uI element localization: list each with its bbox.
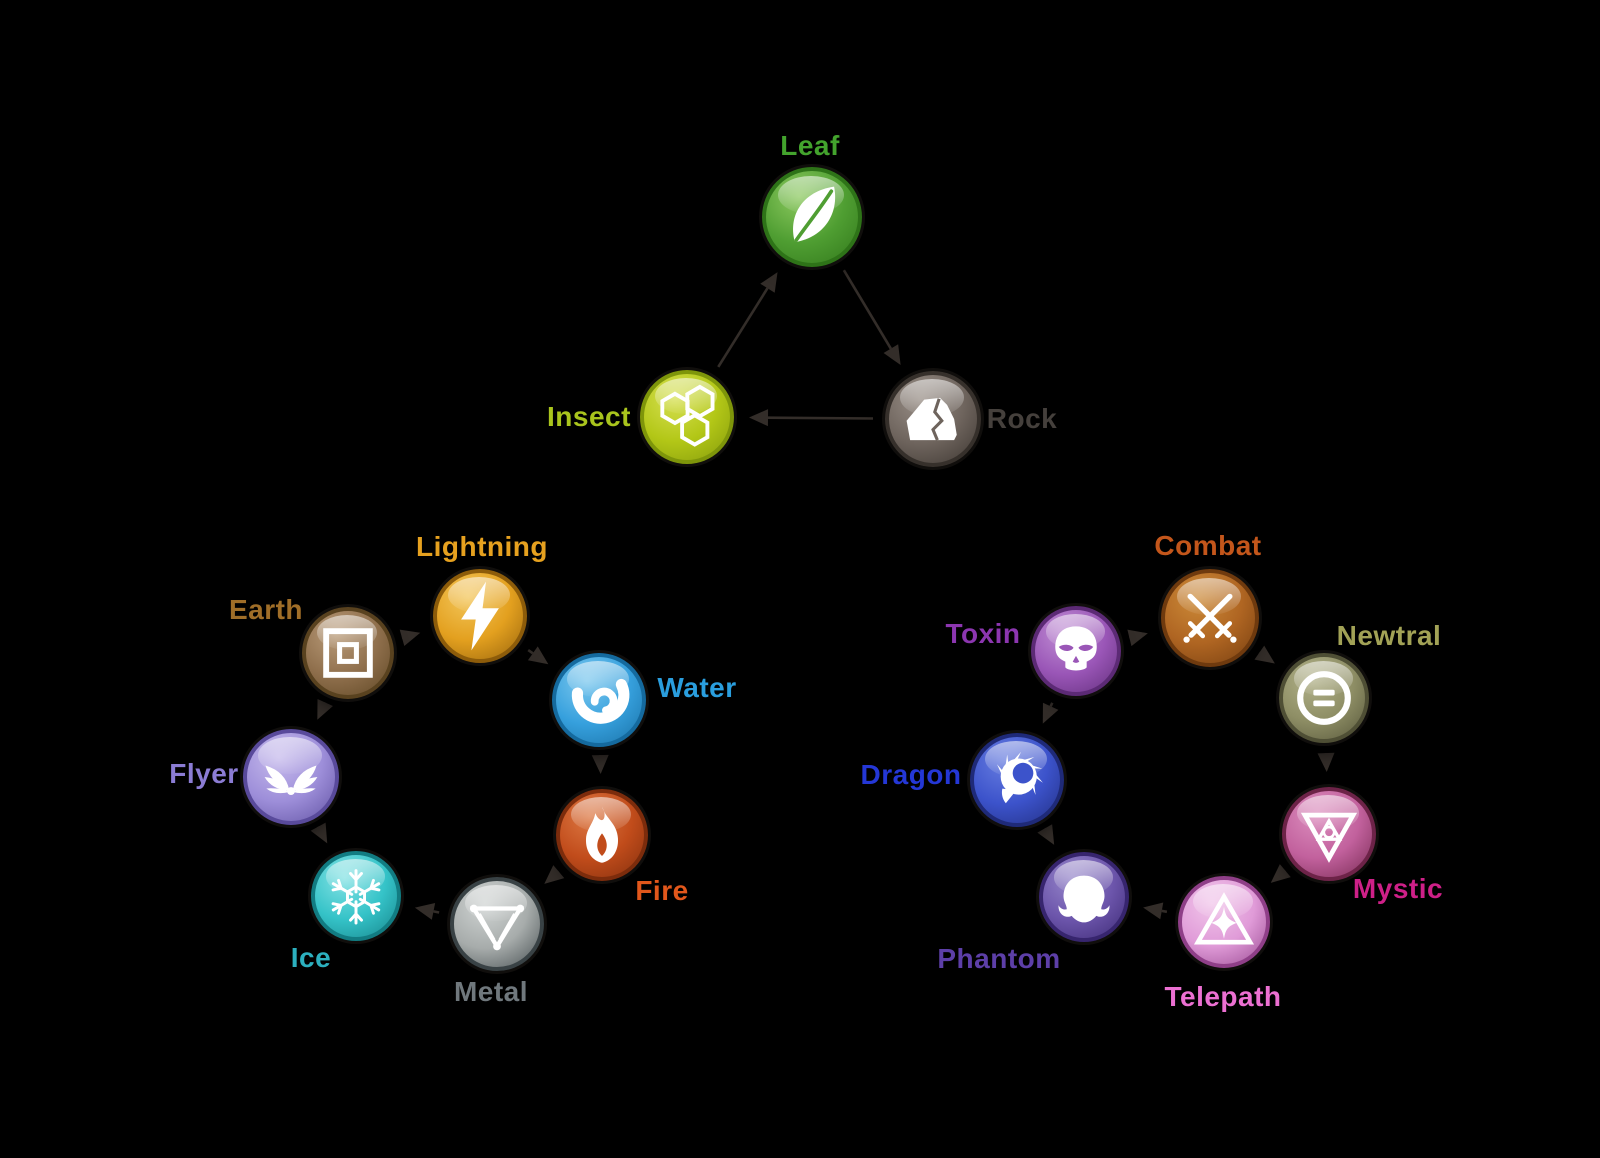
type-label-water: Water (657, 672, 737, 703)
honeycomb-icon (660, 384, 715, 447)
type-node-leaf (762, 167, 862, 267)
type-node-insect (640, 370, 734, 464)
arrow-flyer-ice (310, 822, 328, 844)
dragon-swirl-icon (997, 751, 1043, 804)
type-node-lightning (433, 569, 527, 663)
concentric-squares-icon (323, 628, 373, 678)
type-node-fire (556, 789, 648, 881)
arrow-mystic-telepath (1270, 864, 1291, 883)
type-label-fire: Fire (635, 875, 689, 906)
alchemy-triangle-icon (1300, 812, 1358, 863)
triangle-anvil-icon (469, 904, 525, 951)
arrow-fire-metal (544, 865, 565, 884)
type-label-mystic: Mystic (1352, 873, 1444, 904)
type-node-flyer (243, 729, 339, 825)
arrow-telepath-phantom (1143, 902, 1168, 920)
type-label-rock: Rock (986, 403, 1058, 434)
type-node-dragon (970, 733, 1064, 827)
type-node-toxin (1031, 606, 1121, 696)
type-node-newtral (1279, 653, 1369, 743)
type-label-combat: Combat (1154, 530, 1262, 561)
skull-icon (1055, 626, 1097, 671)
crossed-swords-icon (1183, 593, 1237, 643)
arrow-earth-lightning (399, 629, 421, 647)
type-node-metal (450, 877, 544, 971)
type-node-telepath (1178, 876, 1270, 968)
type-label-newtral: Newtral (1336, 620, 1442, 651)
lightning-bolt-icon (461, 581, 499, 651)
type-label-dragon: Dragon (860, 759, 962, 790)
arrow-combat-newtral (1254, 645, 1275, 664)
type-label-lightning: Lightning (415, 531, 549, 562)
rock-icon (906, 397, 957, 441)
arrow-toxin-combat (1127, 629, 1148, 647)
type-label-leaf: Leaf (780, 130, 840, 161)
psychic-triangle-icon (1193, 892, 1255, 945)
type-label-toxin: Toxin (945, 618, 1021, 649)
type-label-flyer: Flyer (169, 758, 239, 789)
equals-icon (1297, 671, 1351, 725)
type-label-metal: Metal (453, 976, 529, 1007)
type-label-insect: Insect (547, 401, 631, 432)
wave-swirl-icon (571, 678, 630, 724)
wings-icon (264, 765, 318, 796)
arrow-rock-insect (748, 409, 874, 427)
snowflake-icon (331, 869, 381, 925)
type-label-earth: Earth (228, 594, 304, 625)
type-node-water (552, 653, 646, 747)
flame-icon (585, 806, 619, 863)
type-node-phantom (1039, 852, 1129, 942)
type-node-ice (311, 851, 401, 941)
arrow-dragon-phantom (1037, 824, 1055, 845)
arrow-leaf-rock (842, 269, 901, 365)
ghost-icon (1058, 875, 1110, 923)
type-label-ice: Ice (290, 942, 332, 973)
type-node-earth (302, 607, 394, 699)
arrow-toxin-dragon (1042, 702, 1059, 724)
type-node-combat (1161, 569, 1259, 667)
type-label-phantom: Phantom (937, 943, 1061, 974)
type-label-telepath: Telepath (1164, 981, 1282, 1012)
arrow-lightning-water (527, 646, 549, 665)
arrow-water-fire (591, 754, 609, 775)
type-node-rock (885, 371, 981, 467)
arrow-metal-ice (414, 903, 440, 920)
leaf-icon (793, 186, 836, 242)
arrow-earth-flyer (317, 698, 333, 720)
arrow-insect-leaf (717, 272, 778, 368)
arrow-newtral-mystic (1317, 752, 1335, 773)
type-node-mystic (1282, 787, 1376, 881)
